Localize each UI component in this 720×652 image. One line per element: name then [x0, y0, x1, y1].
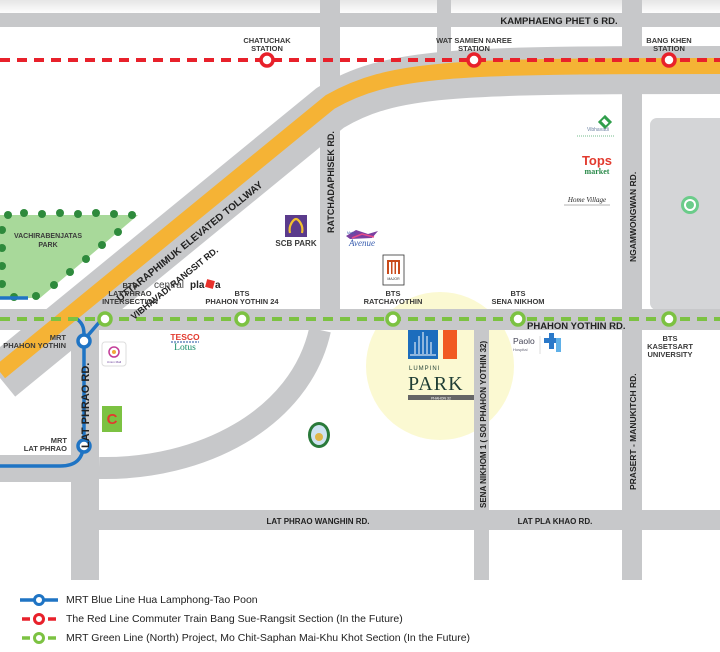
bts-label-kasetsart-3: UNIVERSITY: [647, 350, 692, 359]
green-line-legend-icon: [22, 631, 56, 644]
lotus-text: Lotus: [174, 343, 196, 353]
legend-item-green-line: MRT Green Line (North) Project, Mo Chit-…: [18, 628, 538, 647]
bts-lat-phrao-intersection-marker[interactable]: [97, 311, 113, 327]
lat-phrao-wanghin-label: LAT PHRAO WANGHIN RD.: [267, 517, 370, 526]
bts-label-lat-phrao-2: LAT PHRAO: [108, 289, 151, 298]
ratchadaphisek-label: RATCHADAPHISEK RD.: [326, 131, 336, 233]
bts-label-kasetsart: BTS: [663, 334, 678, 343]
red-line-legend-icon: [22, 612, 56, 625]
ngamwongwan-label: NGAMWONGWAN RD.: [628, 172, 638, 262]
tops-text: Tops: [582, 153, 612, 168]
bts-label-kasetsart-2: KASETSART: [647, 342, 693, 351]
avenue-small-text: Major: [347, 231, 357, 235]
station-label-chatuchak-sub: STATION: [251, 44, 283, 53]
legend-label-green: MRT Green Line (North) Project, Mo Chit-…: [66, 631, 471, 644]
vibhavadi-hospital-text: Vibhavadi: [587, 127, 609, 133]
central-plaza-text-bold: pla: [190, 280, 205, 291]
major-text: MAJOR: [387, 277, 400, 281]
central-plaza-poi[interactable]: central pla a: [154, 279, 221, 291]
bts-label-lat-phrao-3: INTERSECTION: [102, 297, 158, 306]
lat-phrao-curve-road: [98, 327, 331, 480]
prasert-manukitch-label: PRASERT - MANUKITCH RD.: [628, 373, 638, 490]
station-label-wat-samien: WAT SAMIEN NAREE: [436, 36, 512, 45]
lpn-logo-orange: [443, 330, 457, 359]
bts-phahon-yothin-24-marker[interactable]: [234, 311, 250, 327]
legend-label-blue: MRT Blue Line Hua Lamphong-Tao Poon: [66, 593, 258, 606]
kasetsart-campus-block: [650, 118, 720, 310]
station-label-wat-samien-sub: STATION: [458, 44, 490, 53]
avenue-poi[interactable]: Major Avenue: [346, 230, 378, 248]
tesco-lotus-poi[interactable]: TESCO Lotus: [170, 332, 200, 353]
wat-samien-naree-station-marker[interactable]: [466, 52, 482, 68]
bts-label-sena-nikhom: BTS: [511, 289, 526, 298]
central-plaza-text: central: [154, 280, 184, 291]
bts-label-py24: BTS: [235, 289, 250, 298]
lat-phrao-road-label: LAT PHRAO RD.: [80, 363, 92, 448]
paolo-cross-icon: [544, 333, 561, 352]
major-cineplex-poi[interactable]: MAJOR: [382, 254, 405, 286]
station-label-chatuchak: CHATUCHAK: [243, 36, 291, 45]
lat-pla-khao-label: LAT PLA KHAO RD.: [518, 517, 593, 526]
project-lumpini-text: LUMPINI: [409, 366, 440, 372]
lpn-building-icon: [410, 332, 436, 356]
bang-khen-station-marker[interactable]: [661, 52, 677, 68]
uttaraphimuk-tollway: [0, 58, 720, 379]
blue-line-legend-icon: [20, 593, 58, 606]
tops-market-poi[interactable]: Tops market: [582, 153, 612, 176]
mrt-phahon-yothin-marker[interactable]: [76, 333, 92, 349]
top-fade: [0, 0, 720, 14]
home-village-text: Home Village: [567, 196, 606, 204]
bts-label-ratchayothin-2: RATCHAYOTHIN: [364, 297, 423, 306]
road-network: [0, 0, 720, 580]
kasetsart-emblem-icon: [681, 196, 699, 214]
mrt-lat-phrao-marker[interactable]: [76, 438, 92, 454]
central-plaza-text-end: a: [215, 280, 221, 291]
chatuchak-station-marker[interactable]: [259, 52, 275, 68]
lumpini-park-project-poi[interactable]: LUMPINI PARK PHAHON 32: [408, 330, 474, 401]
avenue-text: Avenue: [348, 238, 375, 248]
project-location-text: PHAHON 32: [431, 397, 451, 401]
market-text: market: [585, 167, 610, 176]
park-label: VACHIRABENJATAS: [14, 233, 82, 240]
sena-nikhom-label: SENA NIKHOM 1 ( SOI PHAHON YOTHIN 32): [479, 341, 488, 508]
legend-item-blue-line: MRT Blue Line Hua Lamphong-Tao Poon: [18, 590, 538, 609]
phahon-yothin-label: PHAHON YOTHIN RD.: [527, 321, 626, 332]
union-mall-text: Union Mall: [107, 360, 122, 364]
bts-label-lat-phrao: BTS: [123, 281, 138, 290]
central-plaza-x-icon: [205, 279, 215, 289]
tesco-text: TESCO: [170, 332, 200, 342]
station-label-bang-khen: BANG KHEN: [646, 36, 691, 45]
legend-label-red: The Red Line Commuter Train Bang Sue-Ran…: [66, 612, 403, 625]
scb-park-label: SCB PARK: [275, 239, 316, 248]
vachirabenjatas-park: [0, 209, 138, 301]
mrt-label-phahon-yothin-2: PHAHON YOTHIN: [3, 341, 66, 350]
government-emblem-icon: [308, 422, 330, 448]
bts-label-ratchayothin: BTS: [386, 289, 401, 298]
vibhavadi-hospital-poi[interactable]: Vibhavadi: [577, 114, 614, 137]
home-village-poi[interactable]: Home Village: [564, 196, 610, 206]
paolo-hospital-text: Hospital: [513, 347, 528, 352]
big-c-poi[interactable]: C: [102, 406, 122, 432]
kamphaeng-phet-6-label: KAMPHAENG PHET 6 RD.: [500, 16, 617, 27]
park-label-2: PARK: [38, 242, 57, 249]
scb-park-poi[interactable]: SCB PARK: [275, 215, 317, 248]
station-label-bang-khen-sub: STATION: [653, 44, 685, 53]
bts-ratchayothin-marker[interactable]: [385, 311, 401, 327]
bts-label-sena-nikhom-2: SENA NIKHOM: [491, 297, 544, 306]
bts-kasetsart-university-marker[interactable]: [661, 311, 677, 327]
paolo-hospital-poi[interactable]: Paolo Hospital: [513, 333, 561, 354]
mrt-label-lat-phrao: MRT: [51, 436, 68, 445]
bts-sena-nikhom-marker[interactable]: [510, 311, 526, 327]
map-legend: MRT Blue Line Hua Lamphong-Tao Poon The …: [18, 590, 538, 647]
project-park-text: PARK: [408, 373, 464, 395]
mrt-label-lat-phrao-2: LAT PHRAO: [24, 444, 67, 453]
union-mall-poi[interactable]: Union Mall: [101, 341, 127, 367]
paolo-text: Paolo: [513, 336, 535, 346]
legend-item-red-line: The Red Line Commuter Train Bang Sue-Ran…: [18, 609, 538, 628]
bts-label-py24-2: PHAHON YOTHIN 24: [205, 297, 279, 306]
mrt-label-phahon-yothin: MRT: [50, 333, 67, 342]
big-c-text: C: [107, 411, 118, 428]
